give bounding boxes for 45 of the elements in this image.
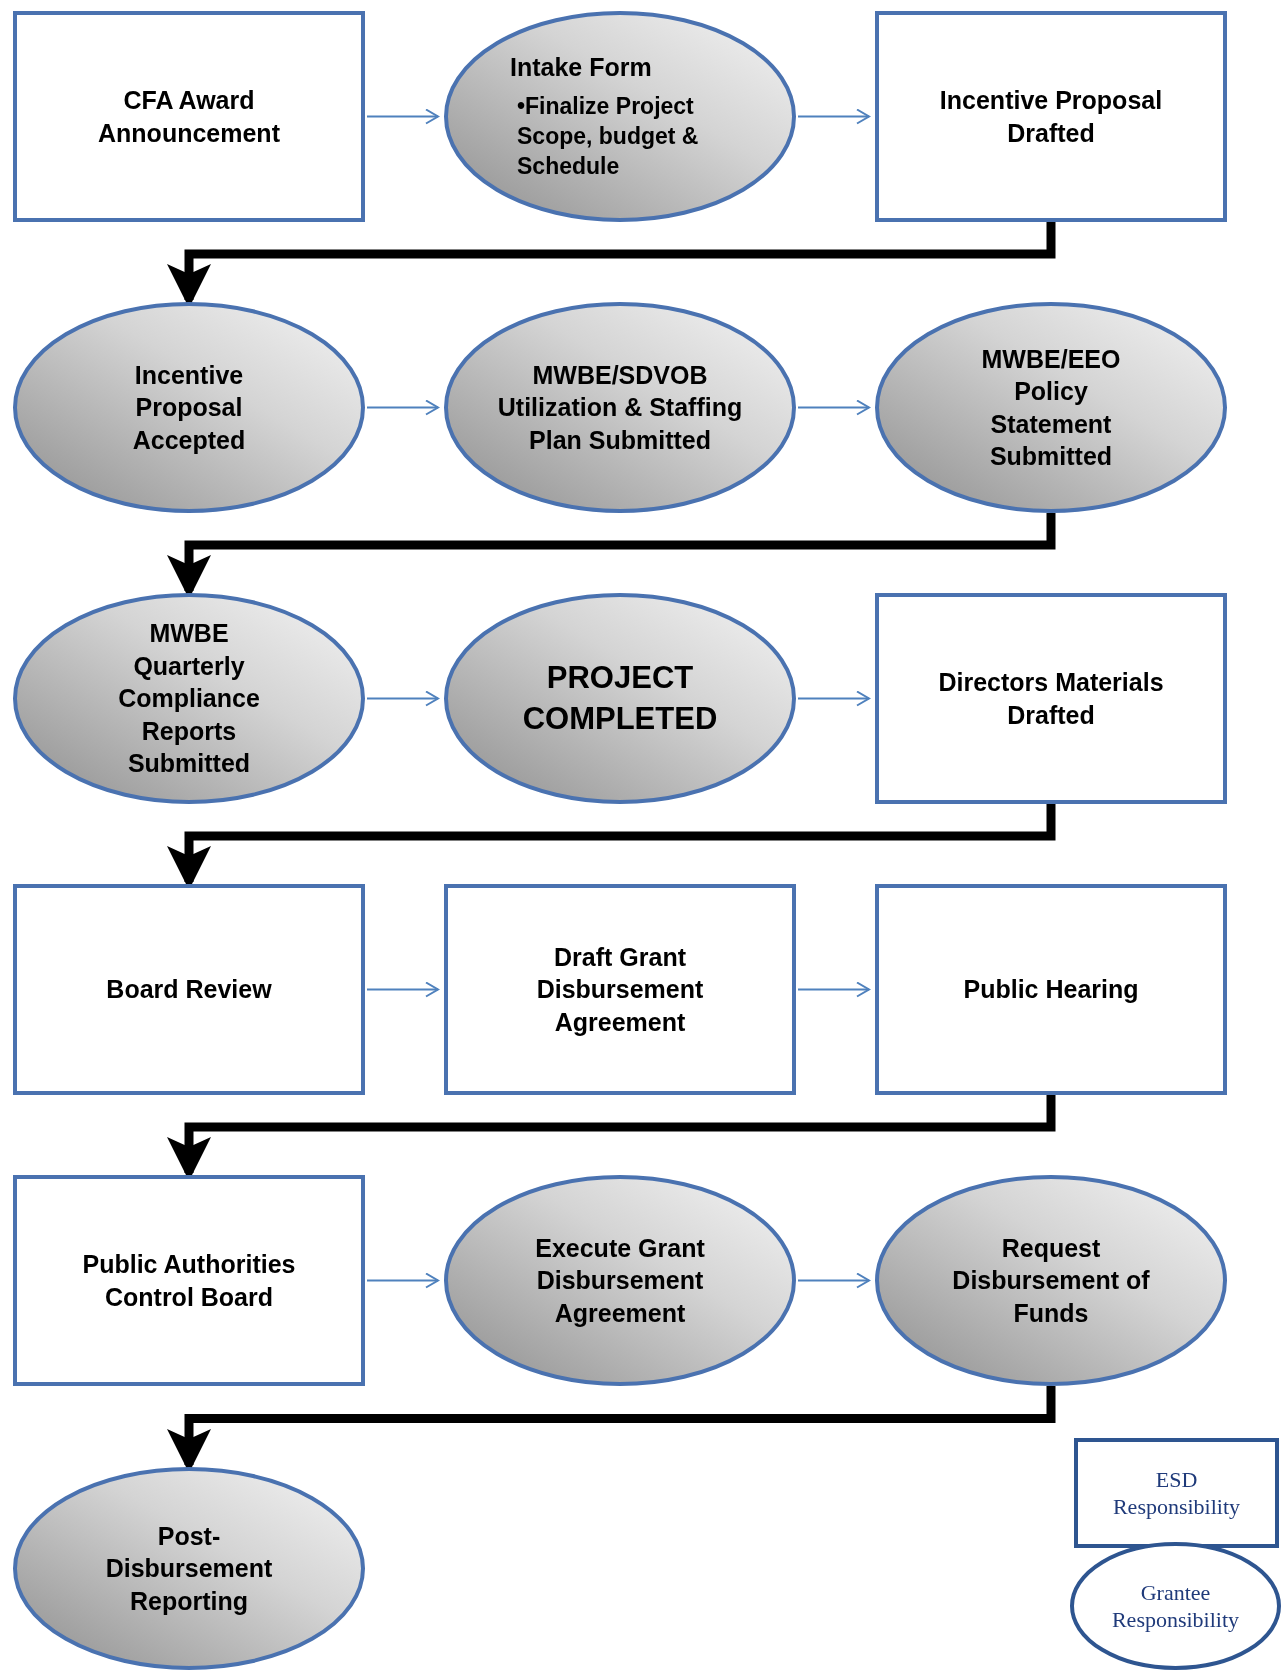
node-label: Public Hearing: [962, 974, 1140, 1006]
node-label: CFA Award Announcement: [97, 85, 281, 149]
process-ellipse: [444, 302, 796, 513]
process-box: [875, 593, 1227, 804]
process-ellipse: [875, 302, 1227, 513]
node-label: Draft Grant Disbursement Agreement: [535, 941, 705, 1038]
node-label: Execute Grant Disbursement Agreement: [534, 1232, 706, 1329]
arrow: [797, 108, 870, 125]
node-label: MWBE/SDVOB Utilization & Staffing Plan Submitted: [496, 359, 744, 456]
arrow: [366, 690, 439, 707]
node-heading: Intake Form: [510, 52, 653, 84]
node-label: Post-Disbursement Reporting: [104, 1520, 274, 1617]
legend-label: ESD Responsibility: [1111, 1465, 1242, 1521]
process-box: [875, 884, 1227, 1095]
process-ellipse: [13, 593, 365, 804]
process-box: [444, 884, 796, 1095]
arrow: [366, 108, 439, 125]
legend-label: Grantee Responsibility: [1110, 1578, 1241, 1634]
arrow: [797, 981, 870, 998]
process-ellipse: [444, 11, 796, 222]
arrow: [797, 690, 870, 707]
node-label: MWBE/EEO Policy Statement Submitted: [980, 343, 1122, 472]
process-ellipse: [444, 593, 796, 804]
node-label: MWBE Quarterly Compliance Reports Submitted: [117, 618, 261, 780]
node-label: Public Authorities Control Board: [81, 1249, 297, 1313]
arrow: [797, 399, 870, 416]
process-box: [13, 884, 365, 1095]
process-ellipse: [13, 302, 365, 513]
process-box: [875, 11, 1227, 222]
node-label: Request Disbursement of Funds: [951, 1232, 1151, 1329]
node-label: Incentive Proposal Accepted: [131, 359, 247, 456]
arrow: [366, 1272, 439, 1289]
bullet-text: •Finalize Project Scope, budget & Schedule: [516, 91, 700, 181]
arrow: [366, 399, 439, 416]
node-label: Directors Materials Drafted: [937, 667, 1165, 731]
node-label: PROJECT COMPLETED: [521, 659, 719, 738]
arrow: [797, 1272, 870, 1289]
process-box: [13, 11, 365, 222]
process-ellipse: [875, 1175, 1227, 1386]
node-label: Incentive Proposal Drafted: [938, 85, 1164, 149]
process-ellipse: [444, 1175, 796, 1386]
process-ellipse: [13, 1467, 365, 1670]
arrow: [366, 981, 439, 998]
process-box: [13, 1175, 365, 1386]
node-label: Board Review: [105, 974, 273, 1006]
